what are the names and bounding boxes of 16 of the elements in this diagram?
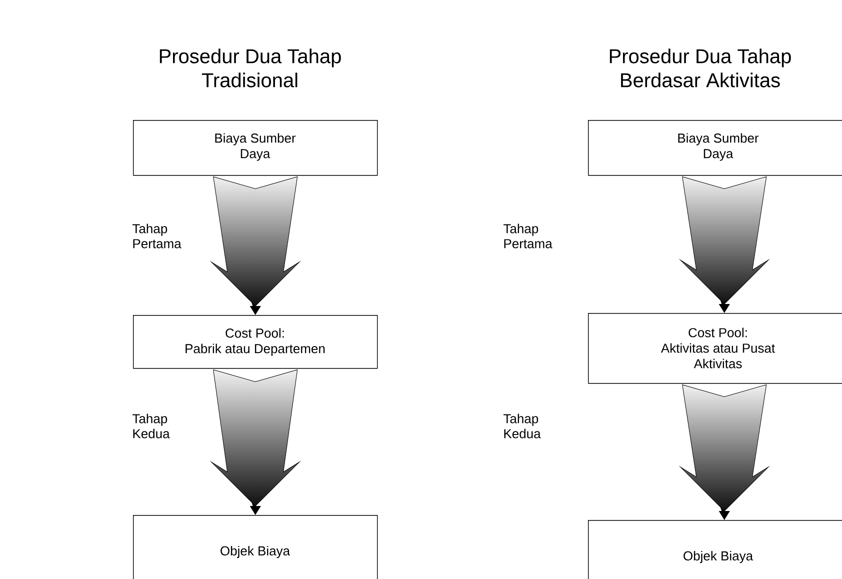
process-box: Cost Pool: Aktivitas atau Pusat Aktivitas bbox=[588, 313, 842, 384]
block-arrow bbox=[211, 369, 300, 515]
block-arrow bbox=[211, 176, 300, 315]
stage-label: Tahap Kedua bbox=[504, 414, 541, 438]
block-arrow bbox=[680, 384, 769, 520]
column-title: Prosedur Dua Tahap Berdasar Aktivitas bbox=[610, 48, 791, 88]
stage-label: Tahap Kedua bbox=[132, 414, 170, 438]
stage-label: Tahap Pertama bbox=[132, 224, 182, 248]
process-box: Cost Pool: Pabrik atau Departemen bbox=[133, 315, 378, 369]
process-box: Biaya Sumber Daya bbox=[133, 120, 378, 176]
block-arrow bbox=[680, 176, 769, 313]
column-title: Prosedur Dua Tahap Tradisional bbox=[160, 48, 341, 88]
process-box: Objek Biaya bbox=[133, 515, 378, 579]
stage-label: Tahap Pertama bbox=[504, 224, 552, 248]
process-box: Objek Biaya bbox=[588, 520, 842, 579]
process-box: Biaya Sumber Daya bbox=[588, 120, 842, 176]
